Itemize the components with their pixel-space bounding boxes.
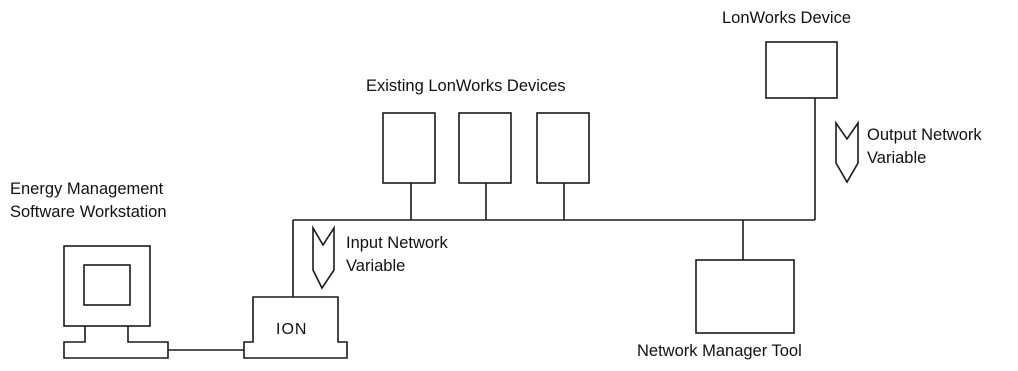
input-network-variable-arrow xyxy=(312,225,335,290)
output-network-variable-label: Output Network Variable xyxy=(867,126,982,167)
lonworks-device-box xyxy=(765,41,838,99)
ion-meter-shape xyxy=(243,296,348,359)
output-network-variable-arrow xyxy=(835,120,859,184)
lonworks-device-label: LonWorks Device xyxy=(722,9,851,27)
existing-device-box-3 xyxy=(536,112,590,184)
network-manager-tool-label: Network Manager Tool xyxy=(637,342,802,360)
network-manager-tool-box xyxy=(695,259,795,334)
existing-devices-label: Existing LonWorks Devices xyxy=(366,77,566,95)
workstation-screen xyxy=(83,264,131,306)
existing-device-box-1 xyxy=(382,112,436,184)
workstation-base xyxy=(63,326,169,359)
workstation-monitor xyxy=(63,245,151,327)
input-network-variable-label: Input Network Variable xyxy=(346,234,448,275)
existing-device-box-2 xyxy=(458,112,512,184)
workstation-label: Energy Management Software Workstation xyxy=(10,180,167,221)
ion-label: ION xyxy=(276,321,308,338)
